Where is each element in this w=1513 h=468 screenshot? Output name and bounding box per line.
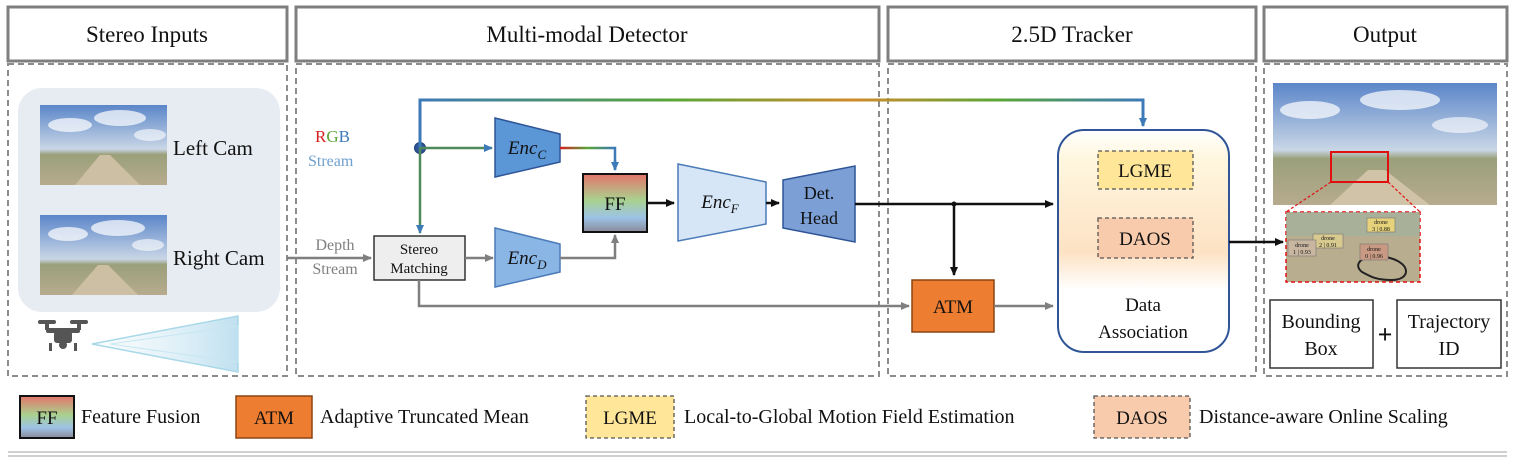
left-cam-image (40, 105, 167, 185)
det-head-block (782, 165, 856, 243)
camera-fov-beam-inner (109, 325, 239, 363)
legend-lgme-text: Local-to-Global Motion Field Estimation (684, 406, 1015, 428)
legend-ff-abbr: FF (36, 408, 57, 429)
depth-label-line1: Depth (315, 237, 354, 254)
header-box-stereo-inputs (6, 5, 289, 63)
stereo-matching-label-2: Matching (390, 261, 448, 277)
trajectory-id-label-1: Trajectory (1408, 311, 1491, 333)
dethead-branch-dot (951, 201, 957, 207)
header-box-output (1262, 5, 1509, 63)
legend-lgme-swatch (585, 395, 675, 439)
drone-label-2-line1: drone (1295, 243, 1309, 249)
left-cam-label: Left Cam (173, 136, 253, 160)
depth-label-line2: Stream (312, 261, 358, 278)
drone-label-2-line2: 1 | 0.93 (1293, 250, 1311, 256)
enc-d-label: EncD (507, 248, 548, 272)
section-title-tracker: 2.5D Tracker (1011, 22, 1133, 47)
legend-atm-text: Adaptive Truncated Mean (320, 406, 529, 428)
zoomed-detections: drone 3 | 0.88 drone 2 | 0.91 drone 1 | … (1285, 211, 1421, 283)
section-title-stereo-inputs: Stereo Inputs (86, 22, 208, 47)
bounding-box-label-2: Box (1304, 338, 1337, 360)
section-headers: Stereo Inputs Multi-modal Detector 2.5D … (6, 5, 1509, 63)
stereo-inputs-group: Left Cam Right Cam (18, 88, 280, 373)
daos-block (1097, 217, 1194, 259)
lgme-label: LGME (1118, 161, 1172, 182)
drone-label-0-line1: drone (1374, 220, 1388, 226)
rgb-bypass-line (418, 98, 1147, 148)
panel-stereo-inputs (7, 63, 288, 377)
bounding-box-block (1269, 299, 1374, 369)
enc-c-label: EncC (507, 138, 547, 162)
stereo-matching-box (373, 235, 466, 281)
ff-label: FF (604, 194, 625, 215)
legend: FF Feature Fusion ATM Adaptive Truncated… (19, 395, 1448, 439)
section-panels (7, 63, 1508, 377)
atm-block (911, 279, 995, 333)
header-box-detector (294, 5, 881, 63)
encc-to-ff-line (560, 146, 617, 170)
section-title-output: Output (1353, 22, 1418, 47)
plus-sign: + (1378, 320, 1393, 349)
section-title-detector: Multi-modal Detector (486, 22, 688, 47)
data-association-label-2: Association (1098, 322, 1188, 343)
panel-tracker (887, 63, 1257, 377)
enc-f-block (677, 163, 767, 242)
output-scene-image (1273, 83, 1497, 205)
legend-daos-text: Distance-aware Online Scaling (1199, 406, 1448, 428)
enc-c-block (494, 117, 561, 178)
camera-fov-beam (91, 315, 239, 373)
encd-to-ff-arrow (560, 234, 619, 260)
detector-group: RGB Stream Depth Stream Stereo Matching … (287, 98, 1147, 310)
bounding-box-label-1: Bounding (1282, 311, 1361, 333)
stereo-matching-label-1: Stereo (400, 242, 438, 258)
atm-label: ATM (933, 297, 973, 318)
data-association-label-1: Data (1125, 295, 1161, 316)
right-cam-label: Right Cam (173, 246, 265, 270)
legend-lgme-abbr: LGME (603, 408, 657, 429)
drone-label-3-line2: 0 | 0.96 (1365, 254, 1383, 260)
trajectory-id-block (1396, 299, 1502, 369)
zoom-connector-right (1387, 181, 1421, 213)
legend-daos-abbr: DAOS (1116, 408, 1168, 429)
enc-d-block (494, 227, 561, 288)
panel-detector (295, 63, 880, 377)
zoom-connector-left (1285, 181, 1332, 213)
stereo-to-atm-arrow (417, 280, 910, 310)
drone-label-1-line1: drone (1321, 236, 1335, 242)
drone-label-0-line2: 3 | 0.88 (1372, 227, 1390, 233)
right-cam-image (40, 215, 167, 295)
enc-f-label: EncF (700, 192, 740, 216)
drone-icon (38, 320, 88, 351)
detection-highlight-box (1330, 151, 1389, 183)
rgb-stream-label: Stream (308, 153, 354, 170)
drone-label-3-line1: drone (1367, 247, 1381, 253)
legend-ff-text: Feature Fusion (81, 406, 200, 428)
det-head-label-2: Head (800, 208, 838, 228)
legend-atm-abbr: ATM (254, 408, 294, 429)
trajectory-id-label-2: ID (1438, 338, 1459, 360)
rgb-label: RGB (315, 127, 350, 146)
drone-label-1-line2: 2 | 0.91 (1319, 243, 1337, 249)
det-head-label-1: Det. (804, 183, 835, 203)
ff-block (582, 173, 648, 233)
legend-daos-swatch (1093, 395, 1191, 439)
tracker-group: LGME DAOS Data Association ATM (911, 129, 1284, 353)
legend-atm-swatch (235, 395, 313, 439)
daos-label: DAOS (1119, 229, 1171, 250)
legend-ff-swatch (19, 395, 75, 439)
header-box-tracker (886, 5, 1258, 63)
output-group: drone 3 | 0.88 drone 2 | 0.91 drone 1 | … (1269, 83, 1502, 369)
panel-output (1263, 63, 1508, 377)
lgme-block (1097, 150, 1194, 190)
